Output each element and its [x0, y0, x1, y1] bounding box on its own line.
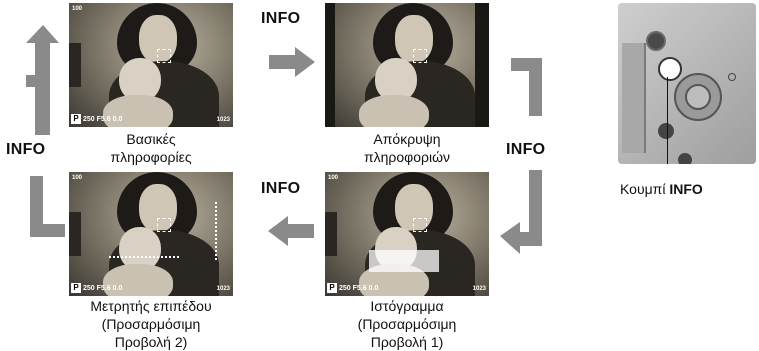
arrow-down-icon	[500, 170, 542, 254]
arrow-left-icon	[268, 216, 314, 246]
mode-indicator: P	[327, 283, 337, 293]
horizontal-level-gauge	[109, 256, 179, 258]
arrow-up-icon	[26, 25, 59, 135]
dial-icon	[646, 31, 666, 51]
camera-back-illustration	[618, 3, 756, 164]
screen-level-gauge: 100 P 250 F5.6 0.0 1023	[69, 172, 233, 296]
shots-remaining: 1023	[216, 117, 230, 123]
info-button-icon	[658, 57, 682, 81]
shots-remaining: 1023	[216, 286, 230, 292]
button-caption: Κουμπί INFO	[620, 181, 703, 197]
exposure-readout: 250 F5.6 0.0	[339, 285, 379, 292]
af-frame	[413, 218, 427, 232]
shots-remaining: 1023	[472, 286, 486, 292]
info-label-right: INFO	[506, 141, 546, 158]
screen-basic-info: 100 P 250 F5.6 0.0 1023	[69, 3, 233, 127]
info-label-top: INFO	[261, 10, 301, 27]
exposure-readout: 250 F5.6 0.0	[83, 285, 123, 292]
iso-readout: 100	[328, 175, 339, 181]
af-frame	[157, 49, 171, 63]
vertical-level-gauge	[215, 202, 217, 262]
arrow-right-icon	[269, 47, 315, 77]
af-frame	[157, 218, 171, 232]
arrow-pad-icon	[674, 73, 722, 121]
exposure-readout: 250 F5.6 0.0	[83, 116, 123, 123]
mode-indicator: P	[71, 283, 81, 293]
iso-readout: 100	[72, 6, 83, 12]
screen-info-hidden	[325, 3, 489, 127]
mode-indicator: P	[71, 114, 81, 124]
info-label-left: INFO	[6, 141, 46, 158]
histogram-box	[369, 250, 439, 272]
info-label-bottom: INFO	[261, 180, 301, 197]
iso-readout: 100	[72, 175, 83, 181]
af-frame	[413, 49, 427, 63]
screen-histogram: 100 P 250 F5.6 0.0 1023	[325, 172, 489, 296]
